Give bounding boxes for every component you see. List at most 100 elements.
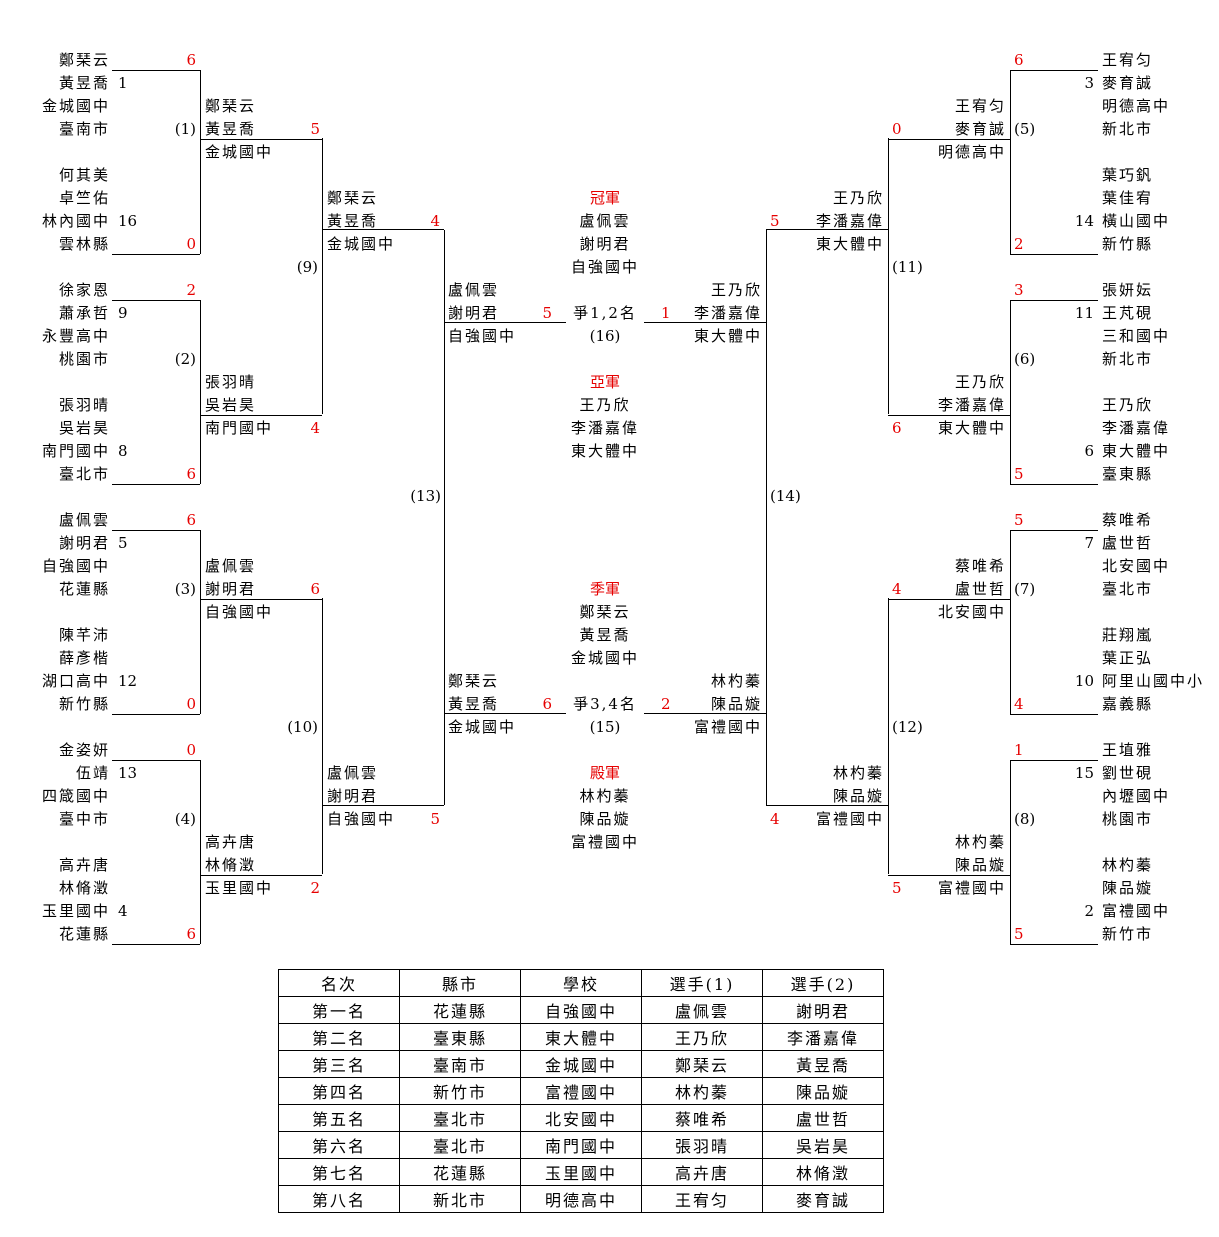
player-name: 林杓蓁 [954, 833, 1006, 851]
table-row: 第五名臺北市北安國中蔡唯希盧世哲 [278, 1104, 884, 1132]
bracket-line [200, 139, 322, 140]
player-name: 黃昱喬 [58, 74, 110, 92]
school-name: 富禮國中 [937, 879, 1006, 897]
final-standings-table: 名次 縣市 學校 選手(1) 選手(2) 第一名花蓮縣自強國中盧佩雲謝明君第二名… [278, 969, 884, 1213]
table-cell: 黃昱喬 [762, 1050, 884, 1078]
bracket-line [444, 713, 566, 714]
seed-number: 8 [118, 442, 128, 460]
school-name: 富禮國中 [693, 718, 762, 736]
school-name: 東大體中 [937, 419, 1006, 437]
match-number: (1) [174, 120, 196, 138]
player-name: 李潘嘉偉 [570, 419, 639, 437]
player-name: 薛彥楷 [58, 649, 110, 667]
match-number: (5) [1014, 120, 1036, 138]
match-score: 5 [310, 120, 320, 138]
header-player1: 選手(1) [641, 969, 763, 997]
match-score: 4 [310, 419, 320, 437]
table-cell: 第四名 [278, 1077, 400, 1105]
school-name: 三和國中 [1102, 327, 1171, 345]
player-name: 麥育誠 [954, 120, 1006, 138]
table-row: 第三名臺南市金城國中鄭琹云黃昱喬 [278, 1050, 884, 1078]
match-score: 5 [430, 810, 440, 828]
bracket-line [1010, 300, 1011, 484]
bracket-line [112, 484, 200, 485]
player-name: 林杓蓁 [579, 787, 631, 805]
match-score: 5 [770, 212, 780, 230]
player-name: 黃昱喬 [579, 626, 631, 644]
player-name: 盧佩雲 [448, 281, 500, 299]
bracket-line [200, 415, 322, 416]
bracket-line [1010, 70, 1011, 254]
county-name: 新竹縣 [58, 695, 110, 713]
school-name: 玉里國中 [205, 879, 274, 897]
match-number: (10) [287, 718, 318, 736]
school-name: 湖口高中 [41, 672, 110, 690]
player-name: 何其美 [58, 166, 110, 184]
table-cell: 王宥匀 [641, 1185, 763, 1213]
match-score: 5 [1014, 465, 1024, 483]
player-name: 鄭琹云 [327, 189, 379, 207]
bracket-line [112, 300, 200, 301]
county-name: 花蓮縣 [58, 925, 110, 943]
school-name: 自強國中 [41, 557, 110, 575]
match-score: 0 [186, 695, 196, 713]
table-cell: 林脩澂 [762, 1158, 884, 1186]
match-number: (2) [174, 350, 196, 368]
school-name: 玉里國中 [41, 902, 110, 920]
county-name: 新北市 [1102, 350, 1154, 368]
school-name: 東大體中 [693, 327, 762, 345]
player-name: 鄭琹云 [448, 672, 500, 690]
player-name: 陳品嫙 [954, 856, 1006, 874]
table-cell: 花蓮縣 [399, 996, 521, 1024]
player-name: 鄭琹云 [579, 603, 631, 621]
school-name: 明德高中 [1102, 97, 1171, 115]
table-cell: 盧佩雲 [641, 996, 763, 1024]
table-cell: 第一名 [278, 996, 400, 1024]
bracket-line [200, 760, 201, 944]
county-name: 臺北市 [58, 465, 110, 483]
match-score: 6 [186, 925, 196, 943]
player-name: 黃昱喬 [205, 120, 257, 138]
match-score: 4 [430, 212, 440, 230]
table-cell: 鄭琹云 [641, 1050, 763, 1078]
bracket-line [766, 229, 888, 230]
player-name: 黃昱喬 [327, 212, 379, 230]
player-name: 林杓蓁 [1102, 856, 1154, 874]
seed-number: 2 [1084, 902, 1094, 920]
school-name: 橫山國中 [1102, 212, 1171, 230]
player-name: 陳品嫙 [710, 695, 762, 713]
player-name: 王乃欣 [832, 189, 884, 207]
player-name: 葉巧釩 [1102, 166, 1154, 184]
bracket-line [644, 713, 766, 714]
third-place-title: 季軍 [589, 580, 620, 598]
player-name: 徐家恩 [58, 281, 110, 299]
third-place-match-title: 爭3,4名 [573, 695, 637, 713]
bracket-line [1010, 300, 1098, 301]
player-name: 吳岩昊 [58, 419, 110, 437]
county-name: 桃園市 [58, 350, 110, 368]
champion-title: 冠軍 [589, 189, 620, 207]
player-name: 王宥匀 [954, 97, 1006, 115]
school-name: 自強國中 [205, 603, 274, 621]
match-score: 6 [186, 511, 196, 529]
player-name: 林脩澂 [205, 856, 257, 874]
player-name: 盧佩雲 [58, 511, 110, 529]
table-cell: 李潘嘉偉 [762, 1023, 884, 1051]
school-name: 東大體中 [570, 442, 639, 460]
player-name: 李潘嘉偉 [937, 396, 1006, 414]
match-score: 1 [1014, 741, 1024, 759]
player-name: 謝明君 [448, 304, 500, 322]
match-number: (8) [1014, 810, 1036, 828]
seed-number: 10 [1074, 672, 1094, 690]
table-cell: 富禮國中 [520, 1077, 642, 1105]
match-number: (6) [1014, 350, 1036, 368]
player-name: 蕭承哲 [58, 304, 110, 322]
header-county: 縣市 [399, 969, 521, 997]
bracket-line [1010, 530, 1011, 714]
table-row: 第一名花蓮縣自強國中盧佩雲謝明君 [278, 996, 884, 1024]
player-name: 王乃欣 [579, 396, 631, 414]
player-name: 麥育誠 [1102, 74, 1154, 92]
player-name: 陳品嫙 [832, 787, 884, 805]
match-score: 6 [186, 465, 196, 483]
